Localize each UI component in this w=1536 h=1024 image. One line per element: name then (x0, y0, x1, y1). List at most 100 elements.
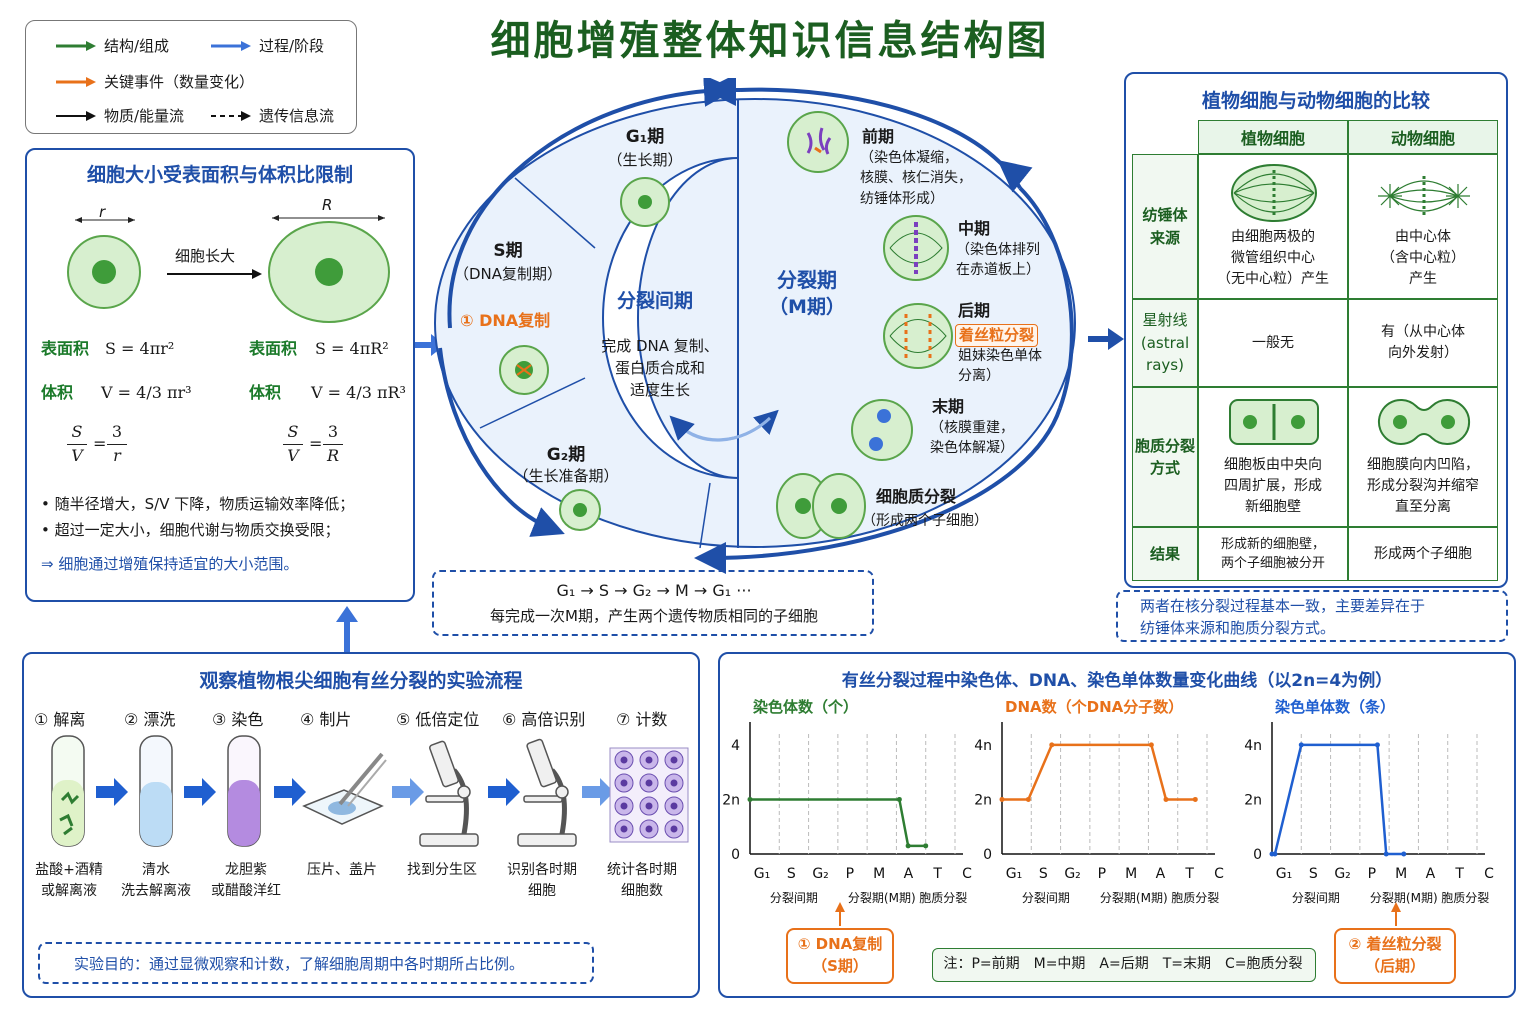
compare-panel: 植物细胞与动物细胞的比较 植物细胞 动物细胞 纺锤体 来源 由细胞两极的 微管组… (1124, 72, 1508, 588)
experiment-panel: 观察植物根尖细胞有丝分裂的实验流程 ① 解离 ② 漂洗 ③ 染色 ④ 制片 ⑤ … (22, 652, 700, 998)
curves-panel: 有丝分裂过程中染色体、DNA、染色单体数量变化曲线（以2n=4为例） 染色体数（… (718, 652, 1516, 998)
x-tick-label: G₂ (812, 866, 828, 882)
x-tick-label: S (1039, 866, 1048, 882)
step-5-desc: 找到分生区 (407, 862, 477, 878)
orange-arrow-icon (56, 76, 96, 87)
metaphase-label: 中期 (958, 219, 991, 238)
prophase-desc: （染色体凝缩， 核膜、核仁消失， 纺锤体形成） (860, 150, 972, 207)
m-phase-sub: （M期） (769, 296, 845, 318)
plant-result: 形成新的细胞壁， 两个子细胞被分开 (1198, 527, 1348, 581)
counted-cell-nucleus (670, 825, 678, 833)
grow-label: 细胞长大 (175, 247, 236, 265)
volume-formula-small: V = 4/3 πr³ (101, 383, 192, 402)
radius-small-label: r (99, 203, 106, 221)
series-line (1002, 743, 1196, 801)
step-3-label: ③ 染色 (212, 710, 264, 729)
step-7-desc: 统计各时期细胞数 (607, 862, 677, 899)
series-point (1049, 742, 1055, 748)
cell-cycle-diagram (434, 78, 1076, 574)
y-tick-label: 0 (731, 847, 740, 863)
x-group-label: 胞质分裂 (1171, 891, 1219, 905)
step-6-desc: 识别各时期细胞 (507, 862, 577, 899)
x-tick-label: G₂ (1334, 866, 1350, 882)
counted-cell-nucleus (670, 756, 678, 764)
chart-title: 染色单体数（条） (1274, 698, 1395, 716)
size-conclusion: ⇒ 细胞通过增殖保持适宜的大小范围。 (41, 555, 299, 573)
series-point (1148, 742, 1154, 748)
event-arrow-2-head (1391, 902, 1401, 912)
volume-label-small: 体积 (41, 383, 74, 402)
cycle-sequence-desc: 每完成一次M期，产生两个遗传物质相同的子细胞 (490, 607, 818, 625)
series-point (1025, 796, 1031, 802)
y-tick-label: 4n (974, 738, 992, 754)
step-6-label: ⑥ 高倍识别 (502, 710, 586, 729)
s-event: ① DNA复制 (460, 311, 551, 330)
x-tick-label: T (1454, 866, 1464, 882)
volume-formula-big: V = 4/3 πR³ (311, 383, 406, 402)
prophase-label: 前期 (862, 127, 895, 146)
x-group-label: 分裂期(M期) (1100, 891, 1168, 905)
series-point (1272, 851, 1278, 857)
step-5-label: ⑤ 低倍定位 (396, 710, 480, 729)
series-point (896, 796, 902, 802)
g2-label: G₂期 (546, 445, 586, 465)
sv-ratio-big: S V = 3 R (283, 422, 353, 472)
x-group-label: 胞质分裂 (919, 891, 967, 905)
surface-formula-small: S = 4πr² (105, 339, 175, 358)
sv-ratio-small: S V = 3 r (67, 422, 137, 472)
step-3-desc: 龙胆紫或醋酸洋红 (211, 862, 281, 899)
x-tick-label: P (1368, 866, 1376, 882)
y-tick-label: 0 (983, 847, 992, 863)
interphase-desc-3: 适度生长 (629, 381, 690, 399)
animal-astral: 有（从中心体 向外发射） (1348, 299, 1498, 387)
compare-title: 植物细胞与动物细胞的比较 (1201, 90, 1430, 112)
interphase-desc-2: 蛋白质合成和 (614, 359, 705, 377)
series-point (905, 843, 911, 849)
col-plant: 植物细胞 (1198, 120, 1348, 154)
x-group-label: 分裂间期 (1292, 891, 1340, 905)
x-tick-label: S (787, 866, 796, 882)
step-1-label: ① 解离 (34, 710, 86, 729)
arrow-experiment-to-size (336, 606, 358, 654)
blue-arrow-icon (211, 40, 251, 51)
curves-title: 有丝分裂过程中染色体、DNA、染色单体数量变化曲线（以2n=4为例） (841, 671, 1393, 691)
interphase-label: 分裂间期 (616, 290, 693, 312)
event-box-1: ① DNA复制 （S期） (786, 928, 894, 984)
y-tick-label: 0 (1253, 847, 1262, 863)
radius-big-label: R (322, 196, 333, 214)
x-tick-label: M (1395, 866, 1407, 882)
size-panel-title: 细胞大小受表面积与体积比限制 (86, 164, 353, 186)
step-4-label: ④ 制片 (300, 710, 352, 729)
anaphase-desc: 姐妹染色单体 分离） (958, 348, 1042, 385)
animal-spindle-illustration (1378, 176, 1470, 216)
counted-cell-nucleus (670, 802, 678, 810)
series-point (1374, 742, 1380, 748)
x-tick-label: A (1426, 866, 1436, 882)
series-point (1163, 796, 1169, 802)
counted-cell-nucleus (645, 802, 653, 810)
page-title: 细胞增殖整体知识信息结构图 (490, 18, 1050, 64)
series-line (750, 798, 926, 848)
event-arrow-1-head (835, 902, 845, 912)
legend-process: 过程/阶段 (211, 35, 324, 56)
step-2-label: ② 漂洗 (124, 710, 176, 729)
step-7-label: ⑦ 计数 (616, 710, 668, 729)
plant-cyto: 细胞板由中央向 四周扩展，形成 新细胞壁 (1198, 387, 1348, 527)
telophase-desc: （核膜重建， 染色体解凝） (930, 420, 1014, 457)
microscope-1 (419, 740, 479, 847)
x-tick-label: P (1098, 866, 1106, 882)
x-tick-label: T (1184, 866, 1194, 882)
row-result: 结果 (1132, 527, 1198, 581)
plant-cytokinesis-illustration (1229, 399, 1319, 445)
surface-label-small: 表面积 (41, 339, 90, 358)
plant-astral: 一般无 (1198, 299, 1348, 387)
cytokinesis-label: 细胞质分裂 (876, 487, 957, 506)
experiment-purpose-box: 实验目的：通过显微观察和计数，了解细胞周期中各时期所占比例。 (38, 942, 594, 984)
x-tick-label: A (904, 866, 914, 882)
x-tick-label: G₁ (754, 866, 770, 882)
s-label: S期 (493, 241, 523, 261)
cycle-sequence-box: G₁ → S → G₂ → M → G₁ ··· 每完成一次M期，产生两个遗传物… (432, 570, 874, 636)
chart-title: 染色体数（个） (752, 698, 858, 716)
s-sub: （DNA复制期） (453, 265, 563, 283)
